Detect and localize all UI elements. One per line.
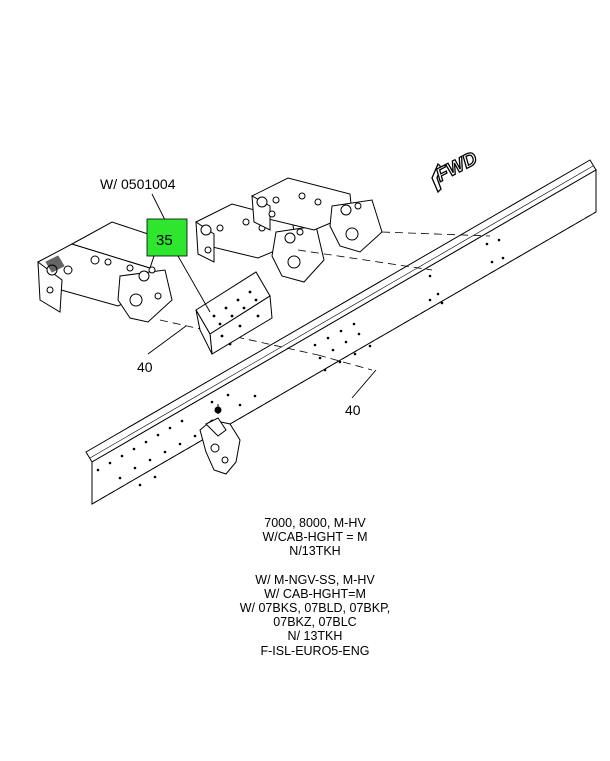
callout-note-w: W/ 0501004	[100, 176, 176, 192]
angle-plate-part	[195, 271, 273, 355]
crossmember-rear	[251, 177, 383, 253]
note-line: W/ 07BKS, 07BLD, 07BKP,	[239, 601, 391, 616]
highlight-box-part-35[interactable]	[146, 218, 188, 257]
note-line: N/ 13TKH	[287, 629, 343, 644]
callout-part-40-right[interactable]: 40	[345, 402, 361, 418]
note-line: W/ CAB-HGHT=M	[264, 586, 366, 601]
leader-note-w	[151, 193, 167, 223]
crossmember-front	[37, 221, 173, 323]
callouts	[147, 193, 377, 399]
leader-part-35	[177, 255, 211, 313]
forward-direction-indicator: FWD	[431, 147, 482, 194]
forward-arrow-icon	[431, 162, 442, 194]
rail-hole-pattern	[96, 238, 505, 487]
note-line: F-ISL-EURO5-ENG	[260, 643, 370, 658]
note-line: W/ M-NGV-SS, M-HV	[255, 572, 375, 587]
applicability-notes: 7000, 8000, M-HV W/CAB-HGHT = M N/13TKH …	[205, 516, 425, 658]
note-line: 07BKZ, 07BLC	[273, 615, 357, 630]
leader-part-40-left	[147, 325, 187, 355]
leader-part-40-right	[351, 369, 377, 399]
rail-hanger-bracket	[199, 404, 241, 475]
callout-part-35[interactable]: 35	[156, 232, 173, 249]
note-line: N/13TKH	[289, 544, 341, 559]
note-line: 7000, 8000, M-HV	[264, 516, 366, 530]
fwd-label: FWD	[433, 148, 481, 186]
callout-part-40-left[interactable]: 40	[137, 359, 153, 375]
note-line: W/CAB-HGHT = M	[262, 530, 368, 545]
